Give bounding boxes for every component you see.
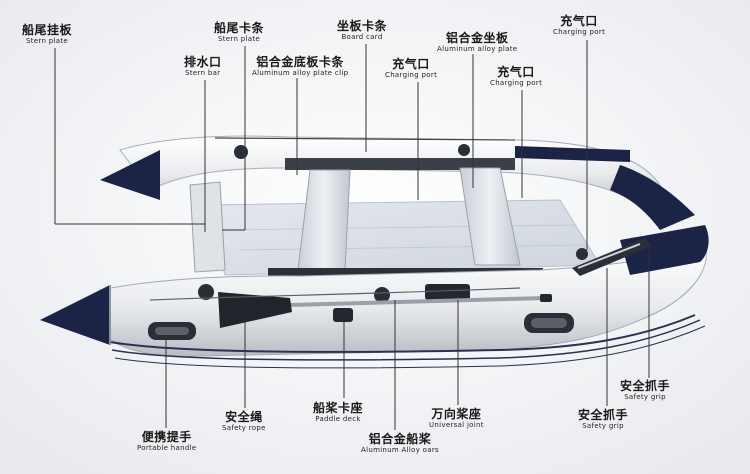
boat-floor [204,199,601,276]
label-alloy-plate-clip-en: Aluminum alloy plate clip [252,69,349,77]
label-stern-plate-clip-en: Stern plate [218,35,260,43]
label-board-card-cn: 坐板卡条 [337,19,388,33]
oar-shaft [288,296,547,307]
stern-cone-far [100,150,160,200]
label-safety-grip-lower: 安全抓手 Safety grip [578,409,628,430]
label-aluminum-oars-en: Aluminum Alloy oars [361,446,439,454]
label-universal-joint: 万向桨座 Universal joint [429,408,484,429]
label-safety-grip-upper-en: Safety grip [624,393,666,401]
stern-cone-near [40,285,110,345]
label-stern-plate: 船尾挂板 Stern plate [22,24,72,45]
bench-seat [285,158,515,170]
label-charging-port-center: 充气口 Charging port [385,58,437,79]
label-safety-grip-upper: 安全抓手 Safety grip [620,380,670,401]
valve-3 [576,248,588,260]
label-charging-port-top-right: 充气口 Charging port [553,15,605,36]
label-aluminum-alloy-plate: 铝合金坐板 Aluminum alloy plate [437,32,517,53]
label-paddle-deck: 船桨卡座 Paddle deck [313,402,363,423]
label-stern-plate-cn: 船尾挂板 [22,23,73,37]
label-aluminum-alloy-plate-cn: 铝合金坐板 [445,31,509,45]
label-charging-port-top-right-cn: 充气口 [560,14,598,28]
label-aluminum-oars-cn: 铝合金船桨 [368,432,432,446]
valve-2 [458,144,470,156]
label-universal-joint-en: Universal joint [429,421,484,429]
oar-lock [425,284,470,300]
label-charging-port-right-cn: 充气口 [497,65,535,79]
label-alloy-plate-clip-cn: 铝合金底板卡条 [256,55,344,69]
label-universal-joint-cn: 万向桨座 [431,407,482,421]
label-charging-port-top-right-en: Charging port [553,28,606,36]
label-paddle-deck-cn: 船桨卡座 [313,401,364,415]
label-safety-grip-lower-cn: 安全抓手 [578,408,629,422]
label-portable-handle-en: Portable handle [137,444,197,452]
label-safety-grip-lower-en: Safety grip [582,422,624,430]
label-stern-plate-clip: 船尾卡条 Stern plate [214,22,264,43]
label-stern-bar-cn: 排水口 [184,55,222,69]
label-stern-plate-en: Stern plate [26,37,68,45]
label-aluminum-alloy-plate-en: Aluminum alloy plate [437,45,518,53]
label-alloy-plate-clip: 铝合金底板卡条 Aluminum alloy plate clip [252,56,348,77]
label-stern-plate-clip-cn: 船尾卡条 [214,21,265,35]
label-aluminum-oars: 铝合金船桨 Aluminum Alloy oars [361,433,439,454]
label-board-card-en: Board card [341,33,383,41]
label-safety-rope-cn: 安全绳 [225,410,263,424]
paddle-deck-shape [333,308,353,322]
label-stern-bar: 排水口 Stern bar [184,56,222,77]
label-portable-handle-cn: 便携提手 [141,430,192,444]
label-paddle-deck-en: Paddle deck [315,415,361,423]
transom [189,181,226,273]
label-charging-port-center-en: Charging port [385,71,438,79]
label-charging-port-right: 充气口 Charging port [490,66,542,87]
label-charging-port-right-en: Charging port [490,79,543,87]
valve-1 [234,145,248,159]
label-portable-handle: 便携提手 Portable handle [137,431,196,452]
label-stern-bar-en: Stern bar [185,69,221,77]
label-safety-grip-upper-cn: 安全抓手 [620,379,671,393]
label-safety-rope-en: Safety rope [222,424,266,432]
label-board-card: 坐板卡条 Board card [337,20,387,41]
label-safety-rope: 安全绳 Safety rope [222,411,266,432]
leader-lines [54,40,650,430]
label-charging-port-center-cn: 充气口 [392,57,430,71]
oar-blade [218,292,292,328]
